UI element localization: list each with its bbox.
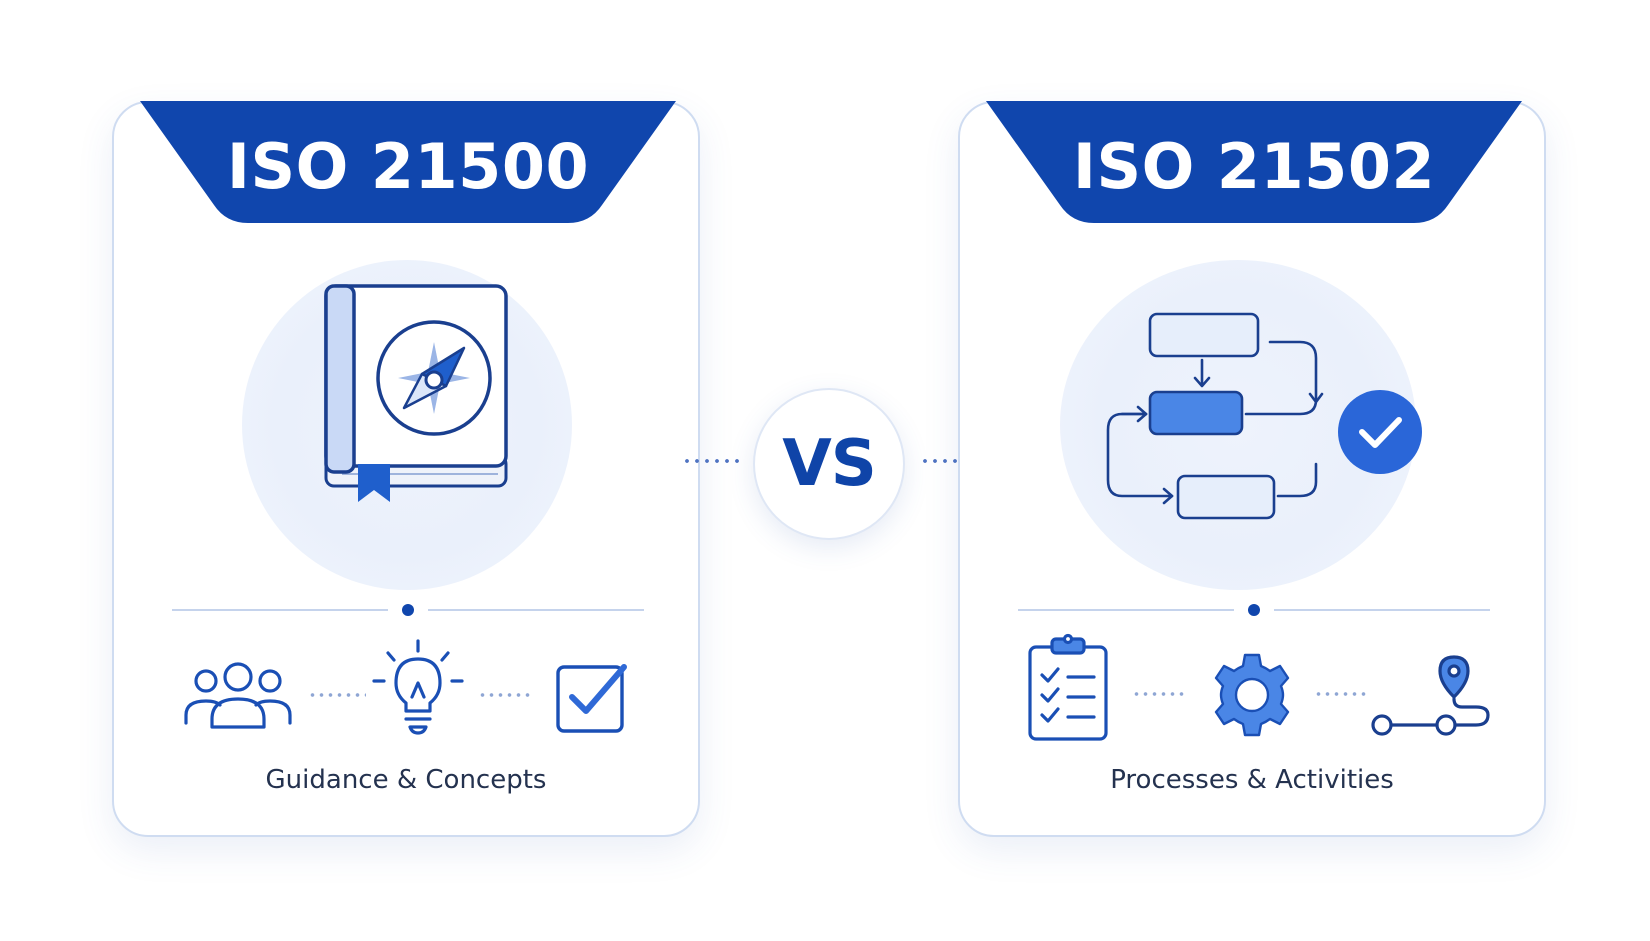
section-divider: [172, 604, 644, 616]
vs-connector-left: [682, 459, 740, 463]
card-caption: Guidance & Concepts: [265, 765, 547, 795]
route-pin-icon: [1371, 655, 1490, 736]
process-flowchart-icon: [1106, 312, 1422, 520]
checkbox-icon: [556, 664, 627, 733]
section-divider: [1018, 604, 1490, 616]
title-banner: [986, 101, 1522, 223]
vs-badge: VS: [753, 388, 905, 540]
dotted-connector: [478, 693, 532, 697]
dotted-connector: [1314, 692, 1368, 696]
title-banner: [140, 101, 676, 223]
vs-connector-right: [920, 459, 978, 463]
dotted-connector: [1132, 692, 1188, 696]
people-group-icon: [184, 662, 292, 729]
guidebook-compass-icon: [324, 284, 508, 502]
clipboard-checklist-icon: [1028, 633, 1108, 741]
card-title: ISO 21500: [226, 129, 590, 203]
gear-icon: [1214, 653, 1290, 737]
lightbulb-icon: [372, 639, 464, 735]
vs-label: VS: [782, 427, 877, 501]
card-title: ISO 21502: [1072, 129, 1436, 203]
dotted-connector: [308, 693, 366, 697]
iso-21502-card: ISO 21502: [958, 101, 1546, 837]
card-caption: Processes & Activities: [1110, 765, 1394, 795]
iso-21500-card: ISO 21500: [112, 101, 700, 837]
